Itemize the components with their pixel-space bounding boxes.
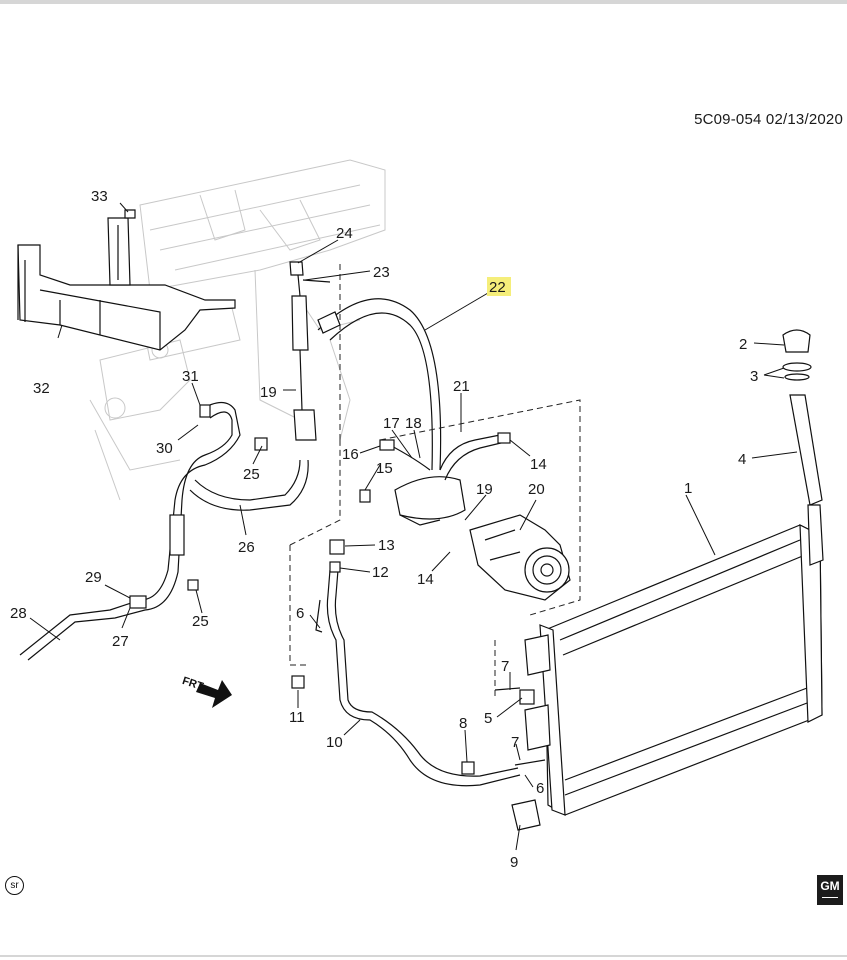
callout-15: 15 bbox=[376, 460, 393, 477]
sr-mark: sr bbox=[5, 876, 24, 895]
callout-33: 33 bbox=[91, 188, 108, 205]
callout-10: 10 bbox=[326, 734, 343, 751]
front-arrow-icon bbox=[196, 680, 232, 708]
callout-19b: 19 bbox=[476, 481, 493, 498]
callout-20: 20 bbox=[528, 481, 545, 498]
callout-13: 13 bbox=[378, 537, 395, 554]
callout-1: 1 bbox=[684, 480, 692, 497]
callout-28: 28 bbox=[10, 605, 27, 622]
callout-11: 11 bbox=[289, 709, 305, 726]
callout-6b: 6 bbox=[536, 780, 544, 797]
callout-14b: 14 bbox=[530, 456, 547, 473]
receiver-dryer bbox=[782, 329, 824, 566]
callout-24: 24 bbox=[336, 225, 353, 242]
callout-19a: 19 bbox=[260, 384, 277, 401]
callout-labels: 1 2 3 4 5 6 6 7 7 8 9 10 11 12 13 14 14 … bbox=[10, 188, 758, 871]
callout-31: 31 bbox=[182, 368, 199, 385]
callout-21: 21 bbox=[453, 378, 470, 395]
callout-27: 27 bbox=[112, 633, 129, 650]
top-border bbox=[0, 0, 847, 4]
leader-lines bbox=[29, 202, 798, 851]
callout-9: 9 bbox=[510, 854, 518, 871]
reference-code: 5C09-054 02/13/2020 bbox=[694, 111, 843, 128]
callout-26: 26 bbox=[238, 539, 255, 556]
callout-23: 23 bbox=[373, 264, 390, 281]
callout-14a: 14 bbox=[417, 571, 434, 588]
compressor bbox=[469, 514, 571, 601]
battery-tray-bracket bbox=[17, 209, 236, 351]
discharge-hose-muffler bbox=[359, 432, 511, 526]
liquid-line-upper bbox=[289, 261, 331, 441]
gm-logo: GM bbox=[817, 875, 843, 905]
callout-30: 30 bbox=[156, 440, 173, 457]
callout-5: 5 bbox=[484, 710, 492, 727]
callout-25b: 25 bbox=[192, 613, 209, 630]
callout-7b: 7 bbox=[511, 734, 519, 751]
callout-18: 18 bbox=[405, 415, 422, 432]
callout-7a: 7 bbox=[501, 658, 509, 675]
suction-hose bbox=[317, 298, 442, 471]
callout-29: 29 bbox=[85, 569, 102, 586]
callout-22: 22 bbox=[489, 279, 506, 296]
group-outlines bbox=[289, 260, 581, 700]
callout-25a: 25 bbox=[243, 466, 260, 483]
callout-3: 3 bbox=[750, 368, 758, 385]
callout-6a: 6 bbox=[296, 605, 304, 622]
gm-logo-text: GM bbox=[820, 879, 840, 893]
callout-12: 12 bbox=[372, 564, 389, 581]
callout-22-highlight bbox=[487, 277, 511, 296]
callout-2: 2 bbox=[739, 336, 747, 353]
callout-17: 17 bbox=[383, 415, 400, 432]
callout-8: 8 bbox=[459, 715, 467, 732]
bottom-border bbox=[0, 955, 847, 957]
liquid-line-lower bbox=[291, 539, 521, 787]
hose-lines-left bbox=[19, 401, 309, 661]
condenser-brackets bbox=[494, 634, 551, 831]
condenser bbox=[539, 524, 823, 816]
callout-16: 16 bbox=[342, 446, 359, 463]
callout-32: 32 bbox=[33, 380, 50, 397]
callout-4: 4 bbox=[738, 451, 746, 468]
